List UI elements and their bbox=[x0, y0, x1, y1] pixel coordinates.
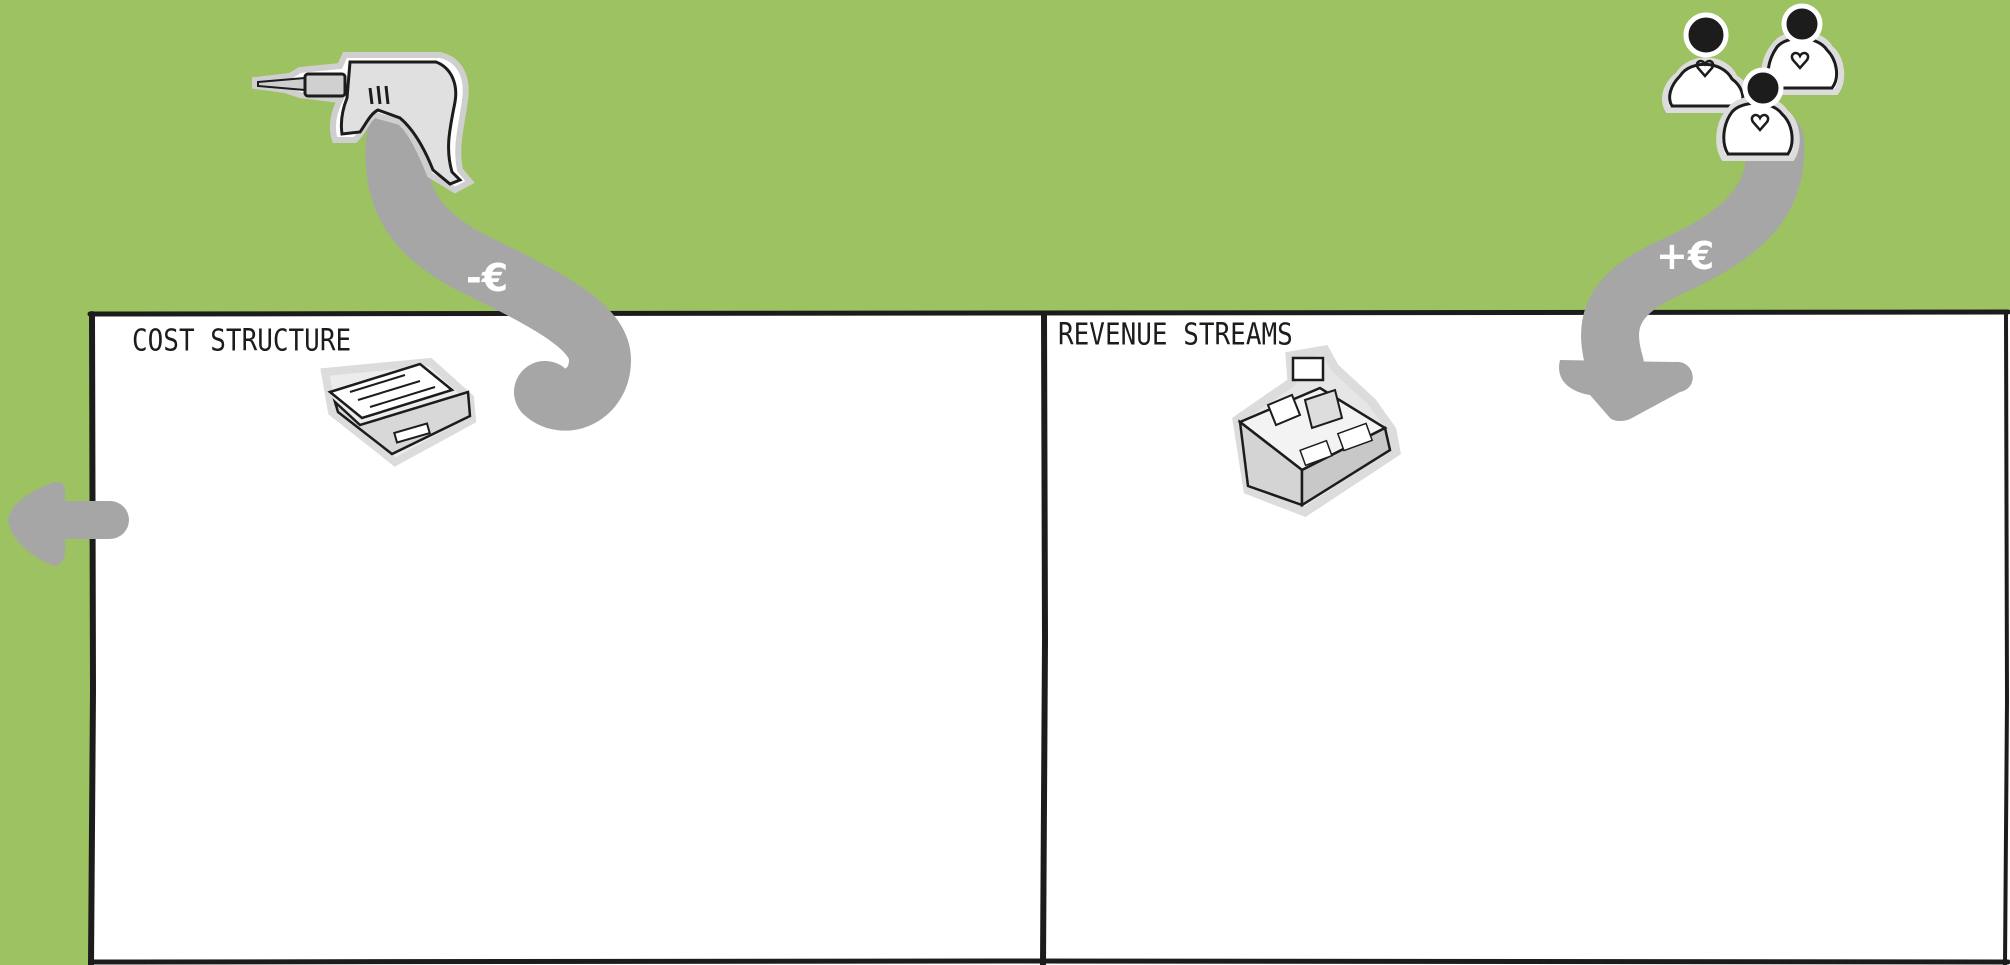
divider-line bbox=[1043, 314, 1045, 965]
revenue-streams-title: REVENUE STREAMS bbox=[1058, 318, 1293, 353]
customers-icon bbox=[1665, 6, 1841, 158]
cost-structure-title: COST STRUCTURE bbox=[132, 324, 351, 359]
drill-icon bbox=[255, 55, 470, 190]
right-border bbox=[2005, 314, 2007, 965]
bottom-border bbox=[92, 961, 2008, 962]
top-border bbox=[90, 312, 2008, 314]
left-border bbox=[91, 314, 93, 965]
cost-flow-label: -€ bbox=[466, 256, 508, 300]
customer-figure bbox=[1665, 15, 1748, 110]
revenue-streams-panel bbox=[1046, 314, 2010, 965]
revenue-flow-label: +€ bbox=[1656, 234, 1714, 278]
